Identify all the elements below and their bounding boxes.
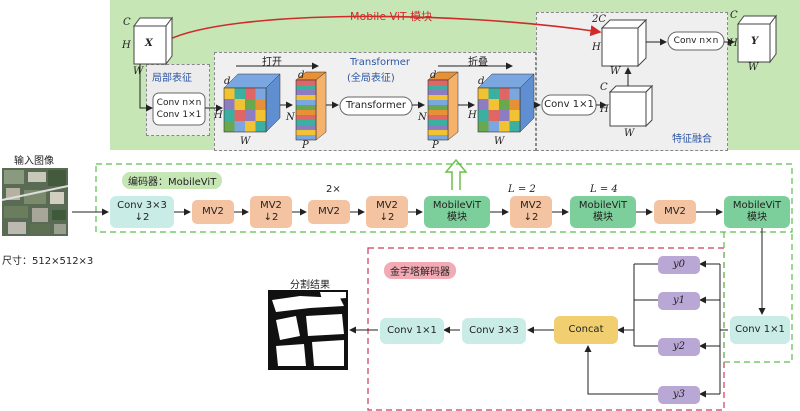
decoder-dashed-border bbox=[367, 247, 725, 411]
encoder-conv3x3-label: Conv 3×3 bbox=[117, 200, 167, 211]
dim-w-1: W bbox=[240, 136, 251, 147]
dim-h-x: H bbox=[122, 40, 131, 51]
input-aerial-image bbox=[1, 168, 69, 236]
dim-h-2c: H bbox=[592, 42, 601, 53]
dim-n-1: N bbox=[286, 112, 295, 123]
dim-d-3: d bbox=[430, 70, 437, 81]
encoder-title-text: 编码器：MobileViT bbox=[128, 177, 217, 188]
encoder-conv3x3-sub: ↓2 bbox=[134, 212, 150, 223]
dim-n-2: N bbox=[418, 112, 427, 123]
encoder-title: 编码器：MobileViT bbox=[122, 172, 223, 189]
dim-h-y: H bbox=[729, 38, 738, 49]
decoder-title-text: 金字塔解码器 bbox=[390, 267, 450, 278]
dim-p-2: P bbox=[432, 140, 439, 151]
mv2-block-4-label: MV2 bbox=[376, 200, 398, 211]
mv2-block-1: MV2 bbox=[192, 200, 234, 224]
decoder-conv1x1-out: Conv 1×1 bbox=[380, 318, 444, 344]
feature-cube-1 bbox=[223, 73, 281, 133]
mobilevit-block-1-sub: 模块 bbox=[447, 212, 467, 223]
input-x-cube bbox=[133, 16, 173, 66]
mobilevit-block-2-sub: 模块 bbox=[593, 212, 613, 223]
dim-d-2: d bbox=[298, 70, 305, 81]
concat-box: Concat bbox=[554, 316, 618, 344]
mv2-block-4: MV2 ↓2 bbox=[366, 196, 408, 228]
dim-h-fusion: H bbox=[600, 104, 609, 115]
mv2-block-2-label: MV2 bbox=[260, 200, 282, 211]
mv2-block-5: MV2 ↓2 bbox=[510, 196, 552, 228]
mv2-block-3-label: MV2 bbox=[318, 206, 340, 217]
mobilevit-block-2-label: MobileViT bbox=[578, 200, 628, 211]
dim-c-y: C bbox=[730, 10, 738, 21]
skip-connection-arrow bbox=[167, 15, 602, 41]
mobilevit-block-3: MobileViT 模块 bbox=[724, 196, 790, 228]
unfold-label: 打开 bbox=[262, 57, 282, 68]
mobilevit-block-2: MobileViT 模块 bbox=[570, 196, 636, 228]
transformer-box: Transformer bbox=[345, 100, 406, 111]
dim-c-fusion: C bbox=[600, 82, 608, 93]
dim-d-4: d bbox=[478, 76, 485, 87]
dim-w-2: W bbox=[494, 136, 505, 147]
dim-h-2: H bbox=[468, 110, 477, 121]
expand-arrow bbox=[444, 158, 468, 190]
mobilevit-block-3-sub: 模块 bbox=[747, 212, 767, 223]
l2-label: L = 2 bbox=[508, 184, 536, 195]
decoder-conv1x1-in: Conv 1×1 bbox=[730, 316, 790, 344]
dim-w-2c: W bbox=[610, 66, 621, 77]
decoder-title: 金字塔解码器 bbox=[384, 262, 456, 279]
fold-label: 折叠 bbox=[468, 57, 488, 68]
mobilevit-block-3-label: MobileViT bbox=[732, 200, 782, 211]
segmentation-result-image bbox=[268, 290, 348, 370]
mv2-block-5-sub: ↓2 bbox=[523, 212, 539, 223]
dim-p-1: P bbox=[302, 140, 309, 151]
input-image-title: 输入图像 bbox=[14, 156, 54, 167]
y0-box: y0 bbox=[658, 256, 700, 274]
fusion-label: 特征融合 bbox=[672, 134, 712, 145]
dim-h-1: H bbox=[214, 110, 223, 121]
dim-d-1: d bbox=[224, 76, 231, 87]
mv2-block-5-label: MV2 bbox=[520, 200, 542, 211]
dim-c-x: C bbox=[123, 17, 131, 28]
fusion-2c-cube bbox=[600, 18, 648, 68]
encoder-dashed-border bbox=[95, 163, 793, 233]
local-conv-1x1: Conv 1×1 bbox=[156, 110, 202, 120]
mv2-block-4-sub: ↓2 bbox=[379, 212, 395, 223]
patch-strip-1 bbox=[295, 71, 327, 141]
repeat-2x-label: 2× bbox=[326, 184, 341, 195]
patch-strip-2 bbox=[427, 71, 459, 141]
output-y-label: Y bbox=[751, 36, 759, 47]
mv2-block-3: MV2 bbox=[308, 200, 350, 224]
mobilevit-block-1-label: MobileViT bbox=[432, 200, 482, 211]
decoder-conv3x3: Conv 3×3 bbox=[462, 318, 526, 344]
transformer-subtitle: (全局表征) bbox=[347, 73, 395, 84]
result-title: 分割结果 bbox=[290, 280, 330, 291]
y1-box: y1 bbox=[658, 292, 700, 310]
input-x-label: X bbox=[145, 38, 153, 49]
mv2-block-2-sub: ↓2 bbox=[263, 212, 279, 223]
feature-cube-2 bbox=[477, 73, 535, 133]
mobilevit-block-1: MobileViT 模块 bbox=[424, 196, 490, 228]
transformer-title: Transformer bbox=[350, 57, 411, 68]
mv2-block-1-label: MV2 bbox=[202, 206, 224, 217]
encoder-conv3x3: Conv 3×3 ↓2 bbox=[110, 196, 174, 228]
local-conv-nxn: Conv n×n bbox=[156, 98, 202, 108]
input-size-label: 尺寸：512×512×3 bbox=[2, 256, 94, 267]
conv1x1-after-transformer: Conv 1×1 bbox=[544, 99, 594, 110]
fusion-c-cube bbox=[608, 84, 654, 128]
mv2-block-2: MV2 ↓2 bbox=[250, 196, 292, 228]
mv2-block-6-label: MV2 bbox=[664, 206, 686, 217]
output-y-cube bbox=[737, 14, 777, 64]
fusion-conv-box: Conv n×n bbox=[673, 36, 719, 46]
l4-label: L = 4 bbox=[590, 184, 618, 195]
dim-w-y: W bbox=[748, 62, 759, 73]
dim-w-fusion: W bbox=[624, 128, 635, 139]
dim-w-x: W bbox=[133, 66, 144, 77]
local-representation-label: 局部表征 bbox=[152, 73, 192, 84]
y3-box: y3 bbox=[658, 386, 700, 404]
mv2-block-6: MV2 bbox=[654, 200, 696, 224]
dim-2c: 2C bbox=[592, 14, 607, 25]
y2-box: y2 bbox=[658, 338, 700, 356]
local-conv-box: Conv n×n Conv 1×1 bbox=[153, 93, 205, 125]
